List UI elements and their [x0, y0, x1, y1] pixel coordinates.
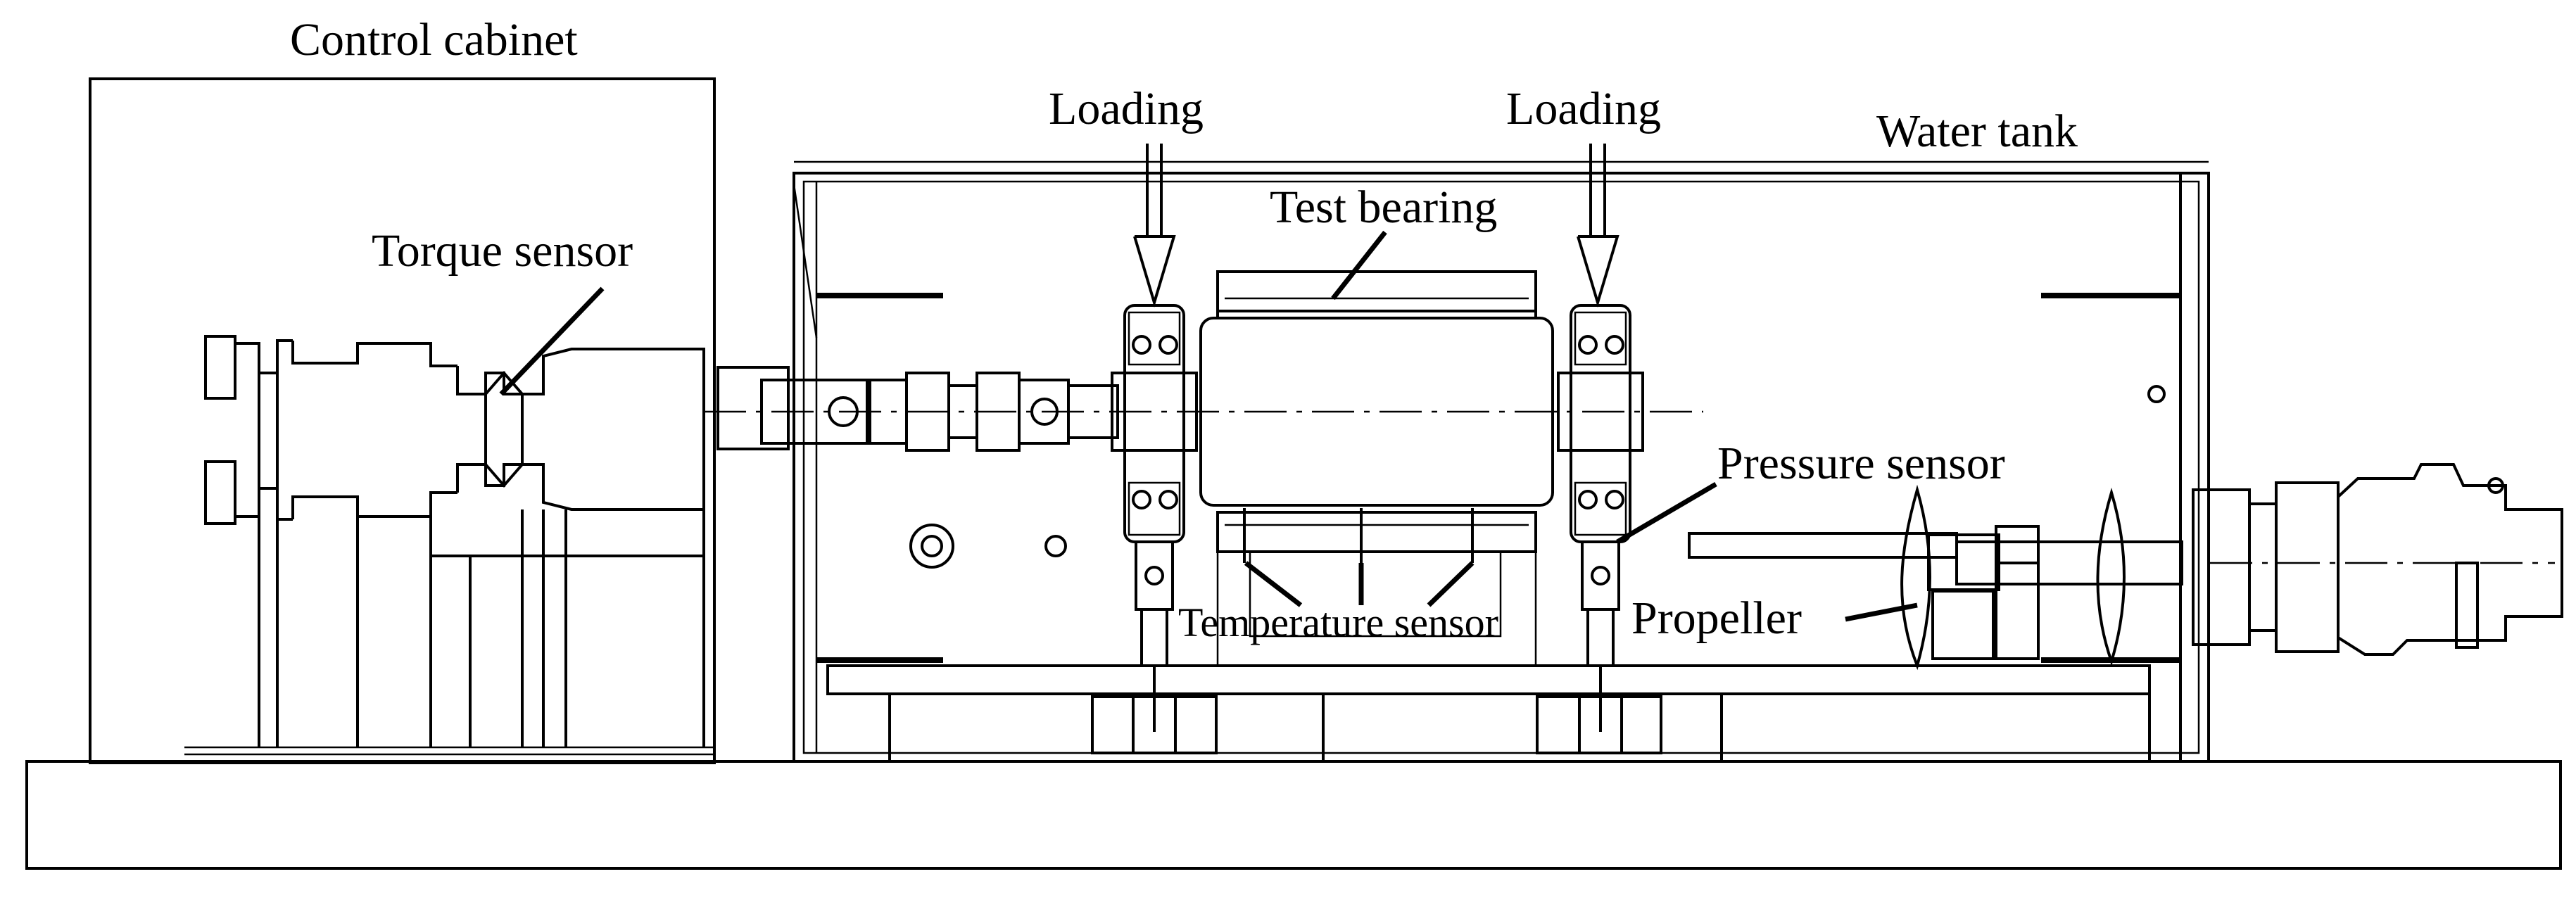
test-bearing-assembly [1199, 270, 1554, 666]
right-bearing-housing [1536, 304, 1662, 754]
label-propeller: Propeller [1631, 593, 1802, 644]
temperature-sensor-leader-3 [1427, 561, 1475, 607]
control-cabinet [89, 77, 716, 764]
pressure-sensor-leader [1616, 481, 1717, 545]
torque-sensor-assembly [204, 335, 705, 747]
label-loading-right: Loading [1506, 83, 1661, 134]
label-loading-left: Loading [1049, 83, 1204, 134]
label-pressure-sensor: Pressure sensor [1717, 438, 2005, 489]
label-control-cabinet: Control cabinet [290, 14, 578, 65]
label-temperature-sensor: Temperature sensor [1178, 600, 1498, 645]
torque-sensor-leader [499, 286, 605, 396]
left-bearing-housing [1091, 304, 1218, 754]
propeller-leader [1845, 602, 1918, 622]
loading-arrow-left [1133, 144, 1176, 308]
test-bearing-leader [1331, 230, 1387, 300]
label-test-bearing: Test bearing [1270, 182, 1497, 233]
loading-arrow-right [1577, 144, 1620, 308]
water-tank [793, 160, 2210, 763]
drive-shaft [716, 366, 1119, 452]
label-water-tank: Water tank [1876, 106, 2078, 157]
propeller-assembly [1688, 484, 2183, 671]
outboard-motor [2192, 463, 2563, 656]
foundation-base [25, 760, 2562, 870]
temperature-sensor-leader-1 [1244, 561, 1303, 607]
label-torque-sensor: Torque sensor [372, 225, 633, 277]
